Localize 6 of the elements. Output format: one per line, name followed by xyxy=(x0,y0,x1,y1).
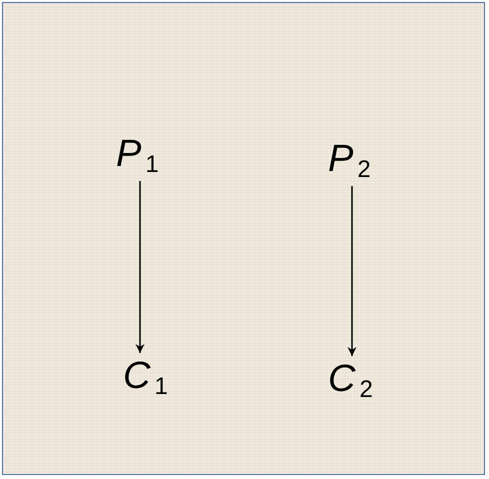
variable-label: P$_{1}$ xyxy=(116,135,159,177)
variable-label: P$_{2}$ xyxy=(328,140,371,182)
arrow xyxy=(136,181,144,353)
variable-label: C$_{1}$ xyxy=(123,357,168,399)
variable-label: C$_{2}$ xyxy=(328,360,373,402)
arrow xyxy=(348,186,356,356)
